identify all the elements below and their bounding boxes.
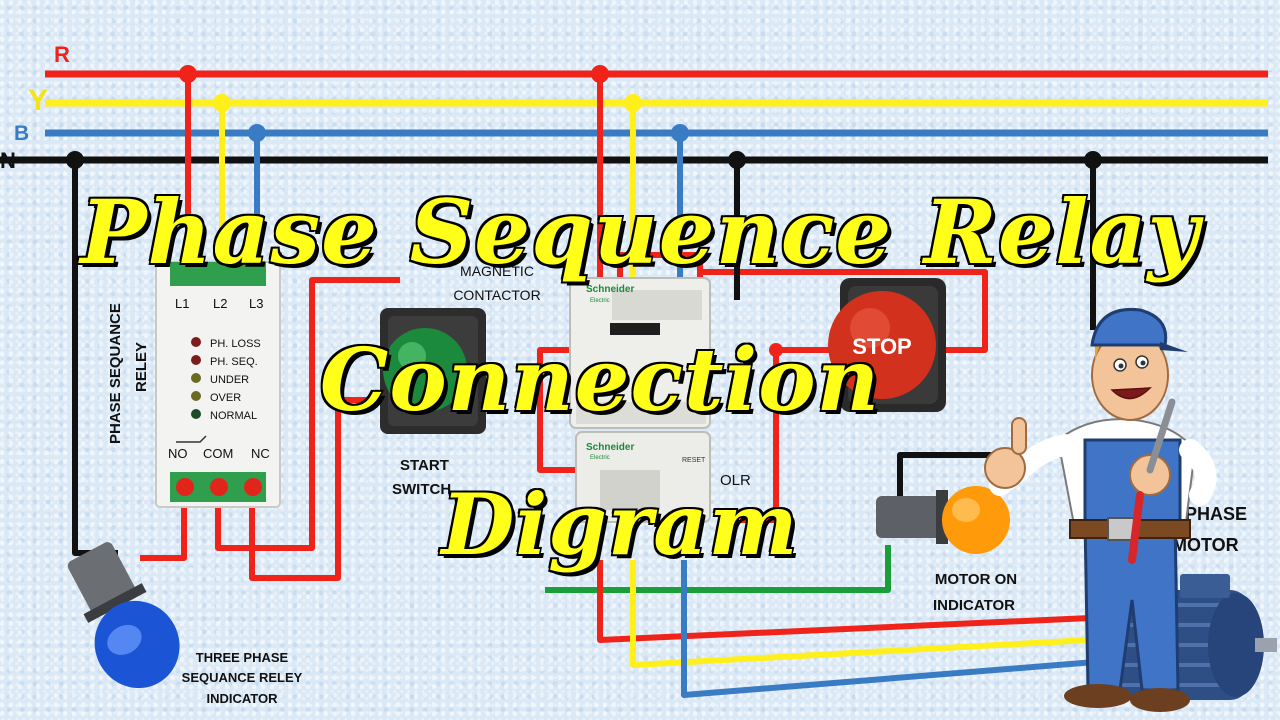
contactor-brand-sub: Electric — [590, 298, 610, 304]
magnetic-contactor: Schneider Electric — [569, 277, 711, 429]
stop-button: STOP — [828, 278, 946, 412]
relay-indicator-label-3: INDICATOR — [206, 691, 278, 706]
motor-indicator-label-2: INDICATOR — [933, 597, 1015, 614]
b-bus-label: B — [14, 122, 29, 145]
olr-brand-sub: Electric — [590, 455, 610, 461]
overload-relay: Schneider Electric RESET — [575, 431, 711, 523]
terminal-com: COM — [203, 446, 233, 461]
contactor-label-2: CONTACTOR — [453, 287, 540, 303]
junction-dots — [66, 65, 1102, 357]
relay-side-label-2: RELEY — [133, 342, 150, 392]
led-ph-loss: PH. LOSS — [210, 338, 261, 350]
led-under: UNDER — [210, 374, 249, 386]
r-bus-label: R — [54, 42, 70, 67]
start-switch-label-1: START — [400, 457, 449, 474]
terminal-nc: NC — [251, 446, 270, 461]
olr-label: OLR — [720, 472, 751, 489]
terminal-l1: L1 — [175, 296, 189, 311]
motor-label-2: MOTOR — [1172, 535, 1239, 555]
stop-button-text: STOP — [852, 334, 912, 359]
phase-sequence-relay: L1 L2 L3 PH. LOSS PH. SEQ. UNDER OVER NO… — [107, 261, 281, 508]
start-switch — [380, 308, 486, 434]
terminal-l2: L2 — [213, 296, 227, 311]
title-line-1: Phase Sequence Relay — [79, 180, 1200, 284]
electrician-mascot — [984, 307, 1217, 712]
led-over: OVER — [210, 392, 241, 404]
y-bus-label: Y — [28, 84, 48, 117]
motor-indicator-label-1: MOTOR ON — [935, 571, 1017, 588]
contactor-label-1: MAGNETIC — [460, 263, 534, 279]
relay-indicator-lamp — [67, 542, 180, 689]
relay-indicator-label-1: THREE PHASE — [196, 650, 289, 665]
olr-brand: Schneider — [586, 442, 634, 453]
relay-indicator-label-2: SEQUANCE RELEY — [182, 670, 303, 685]
start-switch-label-2: SWITCH — [392, 481, 451, 498]
terminal-l3: L3 — [249, 296, 263, 311]
olr-reset: RESET — [682, 457, 706, 464]
led-ph-seq: PH. SEQ. — [210, 356, 258, 368]
terminal-no: NO — [168, 446, 188, 461]
title-line-2: Connection — [318, 330, 881, 431]
contactor-brand: Schneider — [586, 284, 634, 295]
motor-on-indicator — [876, 486, 1010, 554]
led-normal: NORMAL — [210, 410, 257, 422]
relay-side-label-1: PHASE SEQUANCE — [107, 303, 124, 444]
title-line-3: Digram — [440, 475, 799, 574]
wires — [72, 74, 1096, 698]
n-bus-label: N — [0, 148, 16, 173]
